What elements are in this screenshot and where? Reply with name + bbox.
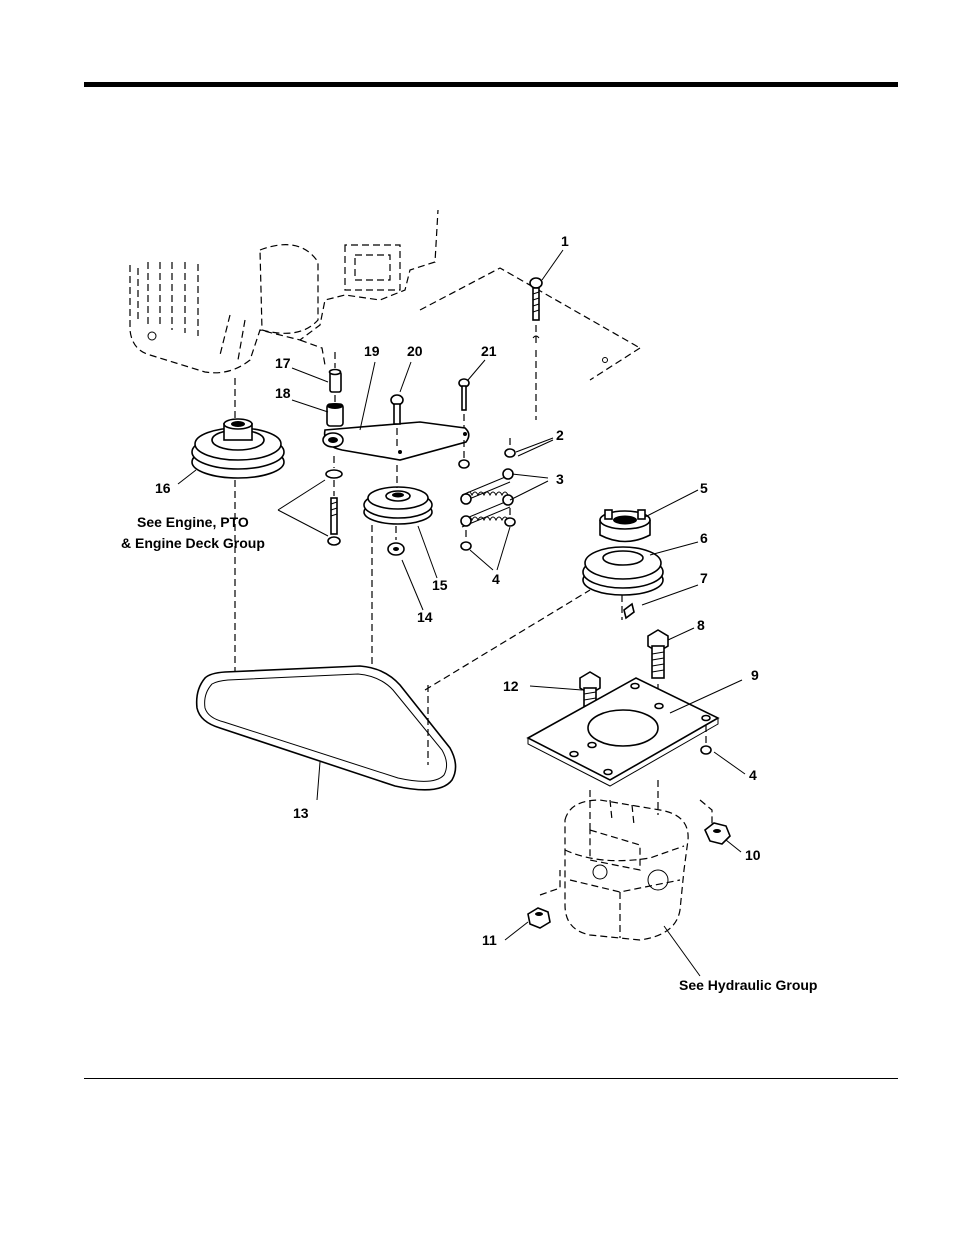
- callout-8: 8: [697, 617, 705, 633]
- taper-bushing-icon: [600, 510, 650, 542]
- callout-4b: 4: [749, 767, 757, 783]
- drive-pulley-icon: [192, 378, 284, 690]
- spacer-icon: [327, 352, 343, 426]
- callout-20: 20: [407, 343, 423, 359]
- callout-4: 4: [492, 571, 500, 587]
- mount-plate-icon: [528, 678, 718, 786]
- callout-10: 10: [745, 847, 761, 863]
- callout-6: 6: [700, 530, 708, 546]
- callout-2: 2: [556, 427, 564, 443]
- callout-labels: 1 2 3 4 5 6 7 8 9 4 10 11 12 13 14 15 16…: [155, 233, 761, 948]
- hole-marker: [603, 358, 608, 363]
- callout-9: 9: [751, 667, 759, 683]
- hydraulic-note: See Hydraulic Group: [679, 977, 817, 993]
- washer-stack-icon: [326, 456, 342, 545]
- callout-11: 11: [482, 932, 497, 948]
- spring-icon: [459, 438, 515, 550]
- callout-1: 1: [561, 233, 569, 249]
- callout-5: 5: [700, 480, 708, 496]
- idler-bracket-icon: [323, 422, 469, 460]
- callout-21: 21: [481, 343, 497, 359]
- callout-13: 13: [293, 805, 309, 821]
- reference-notes: See Engine, PTO & Engine Deck Group See …: [121, 514, 817, 993]
- callout-7: 7: [700, 570, 708, 586]
- callout-12: 12: [503, 678, 519, 694]
- driven-pulley-icon: [583, 547, 663, 620]
- callout-19: 19: [364, 343, 380, 359]
- v-belt-icon: [197, 590, 590, 790]
- callout-14: 14: [417, 609, 433, 625]
- engine-note-line-2: & Engine Deck Group: [121, 535, 265, 551]
- callout-15: 15: [432, 577, 448, 593]
- hydraulic-pump-icon: [528, 780, 730, 940]
- long-bolt-icon: [530, 278, 542, 420]
- callout-3: 3: [556, 471, 564, 487]
- callout-16: 16: [155, 480, 171, 496]
- engine-block-icon: [130, 210, 438, 373]
- callout-17: 17: [275, 355, 291, 371]
- idler-pulley-icon: [364, 465, 432, 690]
- callout-18: 18: [275, 385, 291, 401]
- leader-lines: [178, 250, 745, 976]
- engine-note-line-1: See Engine, PTO: [137, 514, 249, 530]
